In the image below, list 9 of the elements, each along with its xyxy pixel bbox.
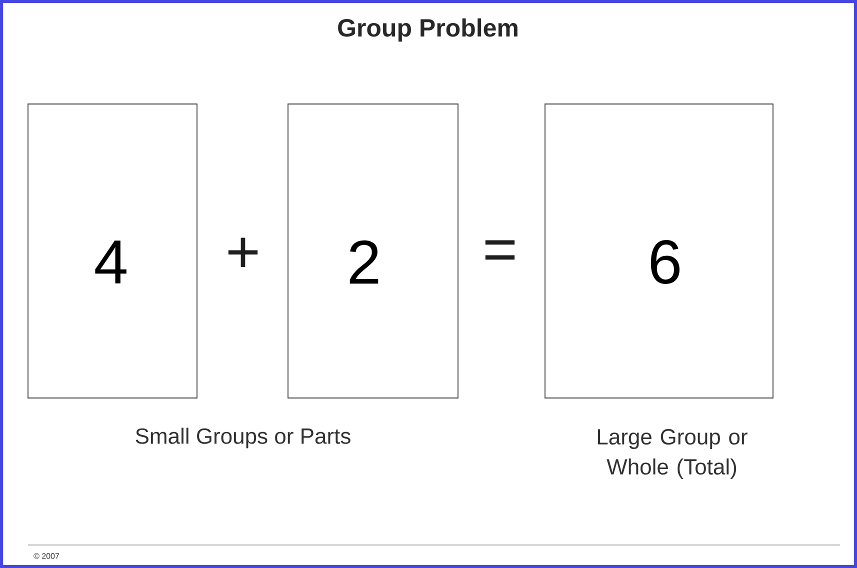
operator-sign: + [228, 238, 258, 268]
title: Group Problem [338, 18, 518, 42]
caption-text: Small Groups or Parts [136, 428, 350, 448]
copyright-text: © 2007 [34, 553, 60, 559]
operator-sign: = [485, 240, 515, 260]
answer-box: 4 [28, 104, 198, 398]
answer-box: 6 [544, 104, 774, 398]
caption-text: Large Group or Whole (Total) [598, 429, 748, 479]
answer-box: 2 [288, 104, 458, 398]
